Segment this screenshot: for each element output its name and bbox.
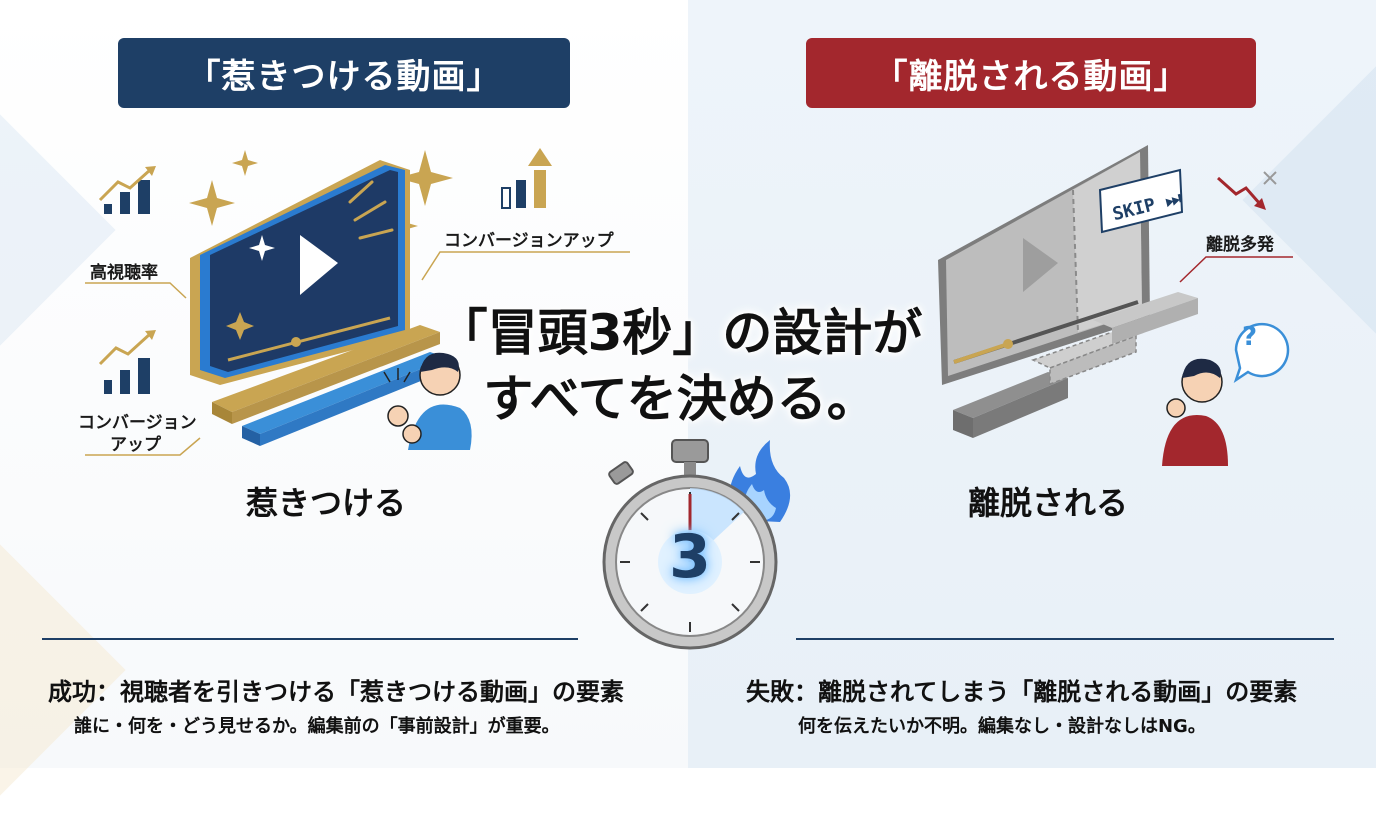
- main-headline: 「冒頭3秒」の設計が すべてを決める。: [360, 300, 1000, 432]
- dropout-frequent-label: 離脱多発: [1206, 235, 1274, 255]
- question-bubble-icon: [1233, 322, 1290, 384]
- engaging-video-badge: 「惹きつける動画」: [118, 38, 570, 108]
- skip-button: [1098, 168, 1184, 234]
- right-divider: [796, 638, 1334, 640]
- engaging-caption: 惹きつける: [246, 484, 407, 522]
- left-panel: [0, 0, 688, 826]
- engaging-illustration: [85, 148, 630, 456]
- dropout-caption: 離脱される: [968, 484, 1129, 522]
- dropout-illustration: [938, 145, 1293, 466]
- rising-chart-icon: [98, 330, 156, 394]
- monitor-icon: [190, 160, 410, 385]
- high-view-rate-label: 高視聴率: [90, 263, 158, 283]
- declining-chart-icon: [1217, 171, 1277, 210]
- dropout-video-badge: 「離脱される動画」: [806, 38, 1256, 108]
- conversion-label-left-line1: コンバージョン: [78, 413, 197, 433]
- conversion-up-label-top: コンバージョンアップ: [444, 231, 614, 251]
- left-divider: [42, 638, 578, 640]
- success-summary-title: 成功：視聴者を引きつける「惹きつける動画」の要素: [48, 678, 624, 706]
- confused-viewer-avatar: [1162, 358, 1228, 466]
- bar-chart-arrow-icon: [501, 148, 552, 209]
- rising-chart-icon: [98, 166, 156, 214]
- timer-number: 3: [669, 522, 711, 592]
- play-icon: [300, 235, 338, 295]
- headline-line-1: 「冒頭3秒」の設計が: [437, 304, 923, 362]
- conversion-label-left-line2: アップ: [110, 435, 161, 455]
- failure-summary-title: 失敗：離脱されてしまう「離脱される動画」の要素: [746, 678, 1298, 706]
- smiling-viewer-avatar: [383, 352, 472, 450]
- failure-summary-text: 何を伝えたいか不明。編集なし・設計なしはNG。: [798, 716, 1206, 737]
- stopwatch-icon: [602, 439, 791, 650]
- headline-line-2: すべてを決める。: [483, 370, 877, 428]
- timeline-blocks: [212, 325, 448, 446]
- question-mark: ?: [1242, 322, 1258, 352]
- greyed-timeline-blocks: [953, 292, 1198, 438]
- success-summary-text: 誰に・何を・どう見せるか。編集前の「事前設計」が重要。: [74, 716, 560, 737]
